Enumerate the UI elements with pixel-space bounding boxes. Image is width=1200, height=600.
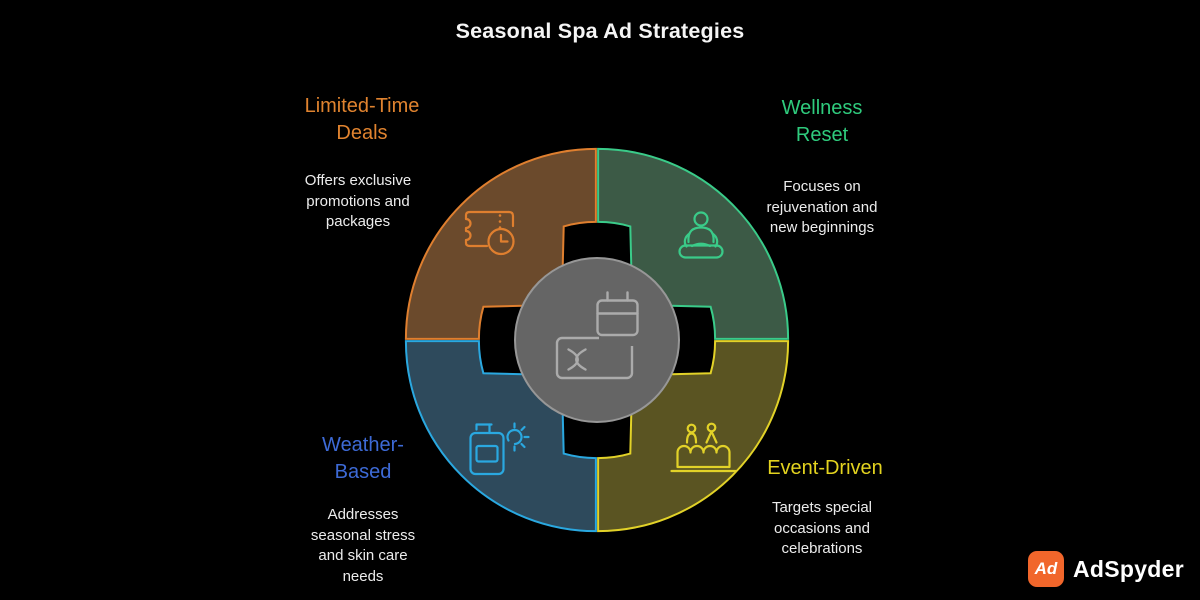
page-title: Seasonal Spa Ad Strategies (455, 19, 745, 43)
desc-line: rejuvenation and (766, 198, 878, 216)
logo-glyph: Ad (1034, 559, 1058, 578)
desc-line: Addresses (327, 506, 399, 523)
calendar-booking-icon (555, 288, 644, 380)
lotion-bottle-sun-icon (469, 422, 530, 476)
label-line: Limited-Time (304, 95, 420, 117)
segment-label-event-driven: Event-Driven (705, 455, 945, 482)
desc-line: packages (325, 213, 391, 230)
desc-line: new beginnings (769, 219, 875, 236)
segment-desc-event-driven: Targets special occasions and celebratio… (702, 498, 942, 560)
desc-line: celebrations (781, 540, 863, 557)
segment-label-limited-time-deals: Limited-Time Deals (242, 93, 482, 147)
segment-desc-limited-time-deals: Offers exclusive promotions and packages (238, 171, 478, 233)
celebration-cake-icon (670, 422, 737, 473)
segment-label-weather-based: Weather- Based (243, 432, 483, 486)
label-line: Reset (795, 124, 849, 146)
segment-desc-wellness-reset: Focuses on rejuvenation and new beginnin… (702, 177, 942, 239)
desc-line: promotions and (306, 192, 410, 210)
desc-line: needs (342, 567, 384, 585)
desc-line: Targets special (771, 499, 873, 516)
label-line: Deals (336, 122, 388, 144)
desc-line: Offers exclusive (304, 172, 412, 189)
desc-line: and skin care (318, 547, 408, 564)
desc-line: occasions and (774, 519, 870, 537)
center-hub (514, 257, 680, 423)
segment-desc-weather-based: Addresses seasonal stress and skin care … (243, 505, 483, 587)
ticket-clock-icon (464, 210, 515, 256)
label-line: Based (334, 461, 392, 483)
segment-label-wellness-reset: Wellness Reset (702, 95, 942, 149)
label-line: Weather- (322, 434, 404, 456)
brand-name: AdSpyder (1072, 555, 1184, 582)
adspyder-logo-icon: Ad (1027, 551, 1064, 587)
label-line: Event-Driven (767, 457, 883, 479)
brand-watermark: Ad AdSpyder (1027, 551, 1184, 587)
label-line: Wellness (781, 97, 863, 119)
desc-line: Focuses on (783, 178, 861, 195)
meditation-person-icon (678, 211, 724, 259)
desc-line: seasonal stress (310, 526, 416, 544)
